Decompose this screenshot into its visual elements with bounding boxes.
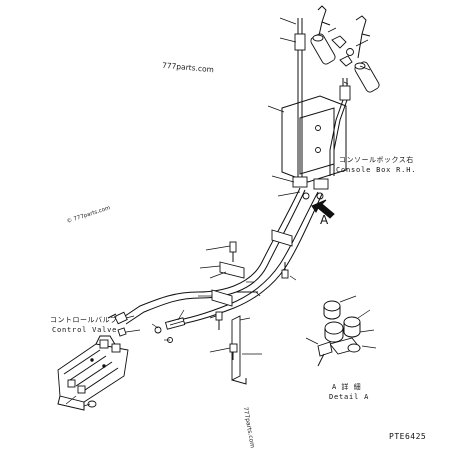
console-box-en-label: Console Box R.H. [336,166,417,174]
main-cables [121,187,323,327]
detail-a-jp-label: A 詳 細 [332,383,362,391]
lever-right [354,15,380,93]
cable-brackets [211,229,293,307]
leader-lines [65,17,377,407]
clamp-cluster [292,176,329,200]
lever-mounts [331,35,354,67]
lower-bracket [215,311,247,385]
view-arrow-icon [311,199,335,219]
control-valve [57,335,129,411]
console-bracket [281,95,347,183]
control-valve-jp-label: コントロールバルブ [50,316,118,324]
lever-left [310,5,336,65]
control-valve-en-label: Control Valve [52,326,118,334]
console-box-jp-label: コンソールボックス右 [339,156,414,164]
detail-a-en-label: Detail A [329,393,370,401]
valve-bolt [87,400,97,408]
figure-code: PTE6425 [389,432,427,441]
detail-a-parts [317,300,361,367]
view-arrow-letter: A [320,213,329,227]
cable-ends [107,311,186,343]
